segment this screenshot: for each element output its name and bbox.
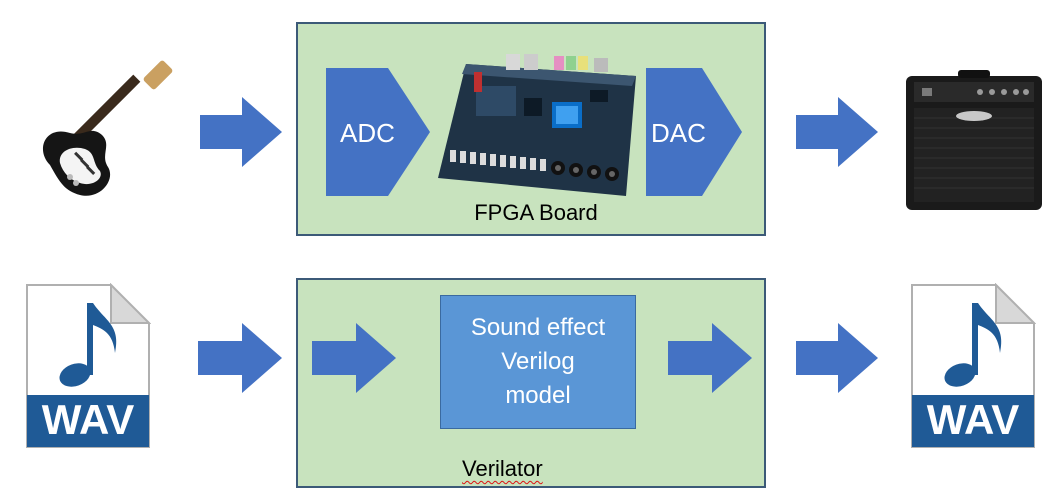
- model-line: Sound effect: [470, 314, 606, 341]
- wav-file-icon: [25, 283, 151, 449]
- signal-arrow-icon: [198, 323, 282, 393]
- wav-file-icon: [910, 283, 1036, 449]
- signal-arrow-icon: [796, 97, 878, 167]
- electric-guitar-icon: [30, 55, 180, 205]
- guitar-amplifier-icon: [900, 68, 1048, 214]
- dac-label: DAC: [651, 118, 706, 148]
- signal-arrow-icon: [668, 323, 752, 393]
- adc-label: ADC: [340, 118, 395, 148]
- fpga-board-label: FPGA Board: [474, 200, 598, 225]
- signal-arrow-icon: [200, 97, 282, 167]
- adc-block: [326, 68, 430, 196]
- model-line: model: [505, 382, 571, 409]
- verilator-label: Verilator: [462, 456, 543, 481]
- model-line: Verilog: [501, 348, 575, 375]
- signal-arrow-icon: [796, 323, 878, 393]
- wav-file-label: WAV: [926, 396, 1020, 443]
- sound-effect-model-box: Sound effect Verilog model: [440, 295, 636, 429]
- signal-arrow-icon: [312, 323, 396, 393]
- wav-file-label: WAV: [41, 396, 135, 443]
- fpga-board-icon: [436, 46, 644, 198]
- dac-block: [646, 68, 742, 196]
